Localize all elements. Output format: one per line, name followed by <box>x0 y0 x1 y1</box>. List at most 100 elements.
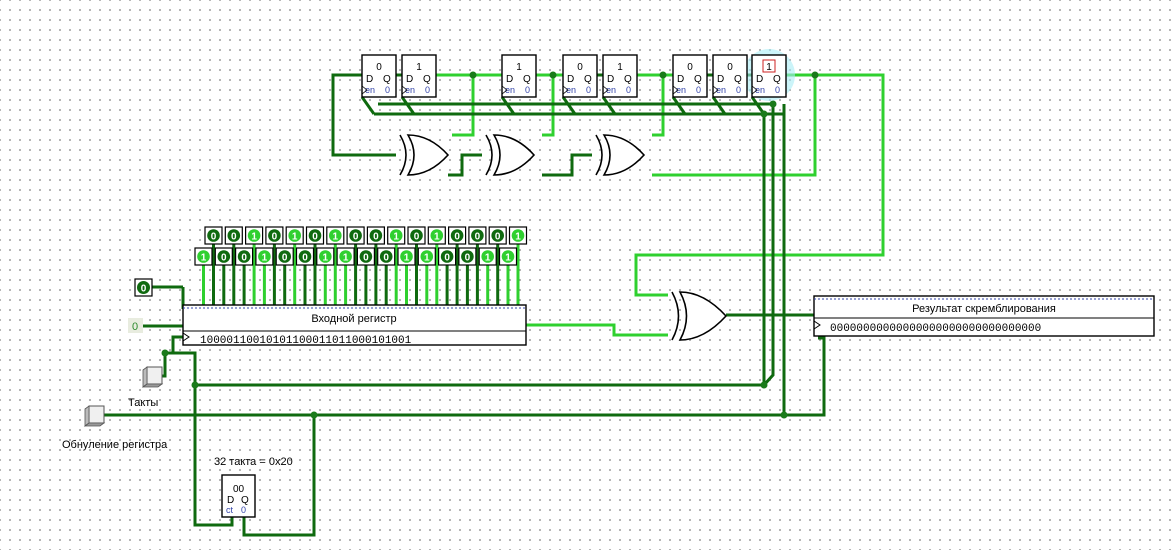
flipflop-en-value: 0 <box>525 85 530 95</box>
bit-value: 1 <box>251 231 257 242</box>
input-bit-top-8[interactable]: 0 <box>346 226 365 245</box>
input-bit-bottom-7[interactable]: 1 <box>316 247 335 266</box>
input-bit-top-11[interactable]: 0 <box>407 226 426 245</box>
flipflop-q-label: Q <box>523 74 531 85</box>
counter-d: D <box>227 495 234 506</box>
flipflop-value: 0 <box>687 62 693 73</box>
input-bit-bottom-8[interactable]: 1 <box>336 247 355 266</box>
result-register[interactable]: Результат скремблирования 00000000000000… <box>813 295 1155 337</box>
input-bit-bottom-10[interactable]: 0 <box>377 247 396 266</box>
flipflop-value: 0 <box>577 62 583 73</box>
input-bit-bottom-3[interactable]: 0 <box>235 247 254 266</box>
input-bit-bottom-2[interactable]: 0 <box>214 247 233 266</box>
wire-xor2-out <box>448 153 482 177</box>
bit-value: 0 <box>475 231 481 242</box>
counter-zero: 0 <box>241 505 246 515</box>
input-bit-top-12[interactable]: 1 <box>427 226 446 245</box>
counter-ct: ct <box>226 505 234 515</box>
wire-xor3-out <box>542 153 592 177</box>
input-bit-top-9[interactable]: 0 <box>366 226 385 245</box>
flipflop-q-label: Q <box>423 74 431 85</box>
xor-gate-3[interactable] <box>595 134 646 176</box>
input-bit-top-16[interactable]: 1 <box>508 226 528 245</box>
xor-gate-2[interactable] <box>485 134 536 176</box>
bit-value: 1 <box>323 252 329 263</box>
flipflop-q-label: Q <box>734 74 742 85</box>
input-pin-value: 0 <box>141 284 147 295</box>
input-bit-lines <box>202 244 520 305</box>
input-bit-top-6[interactable]: 0 <box>305 226 325 245</box>
input-pin[interactable]: 0 <box>134 278 153 297</box>
flipflop-value: 1 <box>766 62 772 73</box>
input-bit-top-14[interactable]: 0 <box>468 226 487 245</box>
input-bit-top-13[interactable]: 0 <box>448 226 467 245</box>
input-register-value: 10000110010101100011011000101001 <box>200 335 412 347</box>
input-bit-bottom-6[interactable]: 0 <box>295 247 315 266</box>
flipflop-en-value: 0 <box>736 85 741 95</box>
input-bit-bottom-5[interactable]: 0 <box>275 247 294 266</box>
flipflop-en-value: 0 <box>626 85 631 95</box>
wire-clock-in <box>160 351 183 378</box>
xor-gate-output[interactable] <box>671 291 728 341</box>
bit-value: 0 <box>495 231 501 242</box>
input-bit-top-15[interactable]: 0 <box>488 226 507 245</box>
clock-button[interactable] <box>141 366 164 388</box>
flipflop-en-label: en <box>365 85 375 95</box>
input-bit-bottom-4[interactable]: 1 <box>255 247 274 266</box>
bit-value: 1 <box>333 231 339 242</box>
reset-label: Обнуление регистра <box>62 439 168 451</box>
input-bit-top-10[interactable]: 1 <box>387 226 406 245</box>
bit-value: 0 <box>353 231 359 242</box>
input-bit-top-2[interactable]: 0 <box>224 226 243 245</box>
wire-ff8-q-to-xor <box>634 73 885 297</box>
input-bit-bottom-11[interactable]: 1 <box>397 247 416 266</box>
bit-value: 0 <box>373 231 379 242</box>
reset-button[interactable] <box>83 405 106 427</box>
bit-value: 1 <box>434 231 440 242</box>
input-bit-top-3[interactable]: 1 <box>245 226 264 245</box>
input-bit-bottom-1[interactable]: 1 <box>194 247 213 266</box>
bit-value: 1 <box>404 252 410 263</box>
input-bit-top-4[interactable]: 0 <box>265 226 284 245</box>
flipflop-d-label: D <box>607 74 614 85</box>
flipflop-en-value: 0 <box>586 85 591 95</box>
constant-zero: 0 <box>128 318 143 333</box>
xor-gate-1[interactable] <box>399 134 450 176</box>
input-bit-top-1[interactable]: 0 <box>204 226 223 245</box>
bit-value: 0 <box>312 231 318 242</box>
bit-value: 0 <box>444 252 450 263</box>
input-bit-bottom-15[interactable]: 1 <box>478 247 497 266</box>
input-bit-bottom-16[interactable]: 1 <box>498 247 518 266</box>
input-bit-bottom-9[interactable]: 0 <box>356 247 375 266</box>
flipflop-en-label: en <box>505 85 515 95</box>
bit-value: 0 <box>465 252 471 263</box>
input-bit-bottom-13[interactable]: 0 <box>438 247 457 266</box>
input-register-box[interactable] <box>182 304 527 346</box>
bit-value: 0 <box>241 252 247 263</box>
input-register[interactable]: Входной регистр 100001100101011000110110… <box>182 304 527 347</box>
counter[interactable]: 00 D Q ct 0 <box>221 474 256 518</box>
bit-value: 1 <box>515 231 521 242</box>
input-bit-bottom-12[interactable]: 1 <box>417 247 436 266</box>
clock-label: Такты <box>128 397 158 409</box>
bit-value: 1 <box>201 252 207 263</box>
wires <box>102 71 885 537</box>
wire-clock-counter <box>193 385 234 527</box>
flipflop-value: 1 <box>617 62 623 73</box>
input-bit-bottom-14[interactable]: 0 <box>458 247 477 266</box>
input-bit-top-7[interactable]: 1 <box>326 226 345 245</box>
wire-reset-riser <box>762 104 775 387</box>
input-bit-top-5[interactable]: 1 <box>285 226 304 245</box>
